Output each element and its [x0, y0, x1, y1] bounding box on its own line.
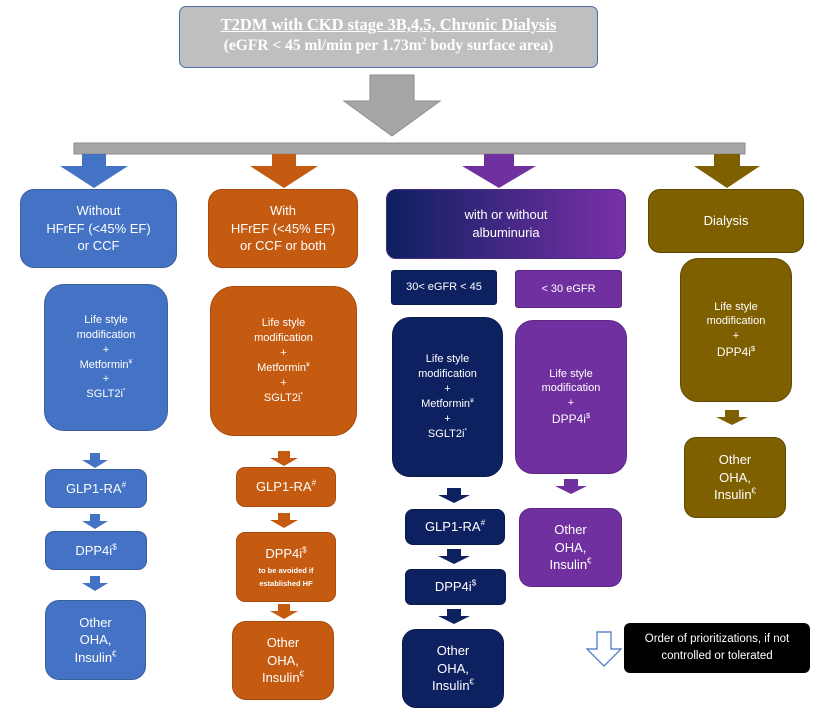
arrow-to-without-hf [60, 154, 128, 188]
step-dpp4-navy: DPP4i$ [405, 569, 506, 605]
diagram-title: T2DM with CKD stage 3B,4,5, Chronic Dial… [179, 6, 598, 68]
arrow-navy-3 [438, 609, 470, 624]
step-other-insulin-blue: Other OHA, Insulin€ [45, 600, 146, 680]
arrow-blue-3 [82, 576, 108, 591]
arrow-to-albuminuria [462, 154, 536, 188]
step-lifestyle-metformin-sglt2-navy: Life style modification + Metformin¥ + S… [392, 317, 503, 477]
step-lifestyle-dpp4-olive: Life style modification + DPP4i$ [680, 258, 792, 402]
step-glp1-navy: GLP1-RA# [405, 509, 505, 545]
title-line-1: T2DM with CKD stage 3B,4,5, Chronic Dial… [220, 15, 557, 34]
step-other-insulin-navy: Other OHA, Insulin€ [402, 629, 504, 708]
step-glp1-orange: GLP1-RA# [236, 467, 336, 507]
header-without-hf: Without HFrEF (<45% EF) or CCF [20, 189, 177, 268]
arrow-olive-1 [716, 410, 748, 425]
step-lifestyle-dpp4-purple: Life style modification + DPP4i$ [515, 320, 627, 474]
arrow-purple-1 [555, 479, 587, 494]
title-line-2: (eGFR < 45 ml/min per 1.73m2 body surfac… [223, 35, 554, 54]
arrow-orange-1 [270, 451, 298, 466]
step-glp1-blue: GLP1-RA# [45, 469, 147, 508]
header-with-hf: With HFrEF (<45% EF) or CCF or both [208, 189, 358, 268]
arrow-navy-1 [438, 488, 470, 503]
subheader-egfr-below-30: < 30 eGFR [515, 270, 622, 308]
branch-bar [73, 142, 746, 155]
subheader-egfr-30-45: 30< eGFR < 45 [391, 270, 497, 305]
dpp4-hf-warning-2: established HF [259, 578, 313, 588]
step-other-insulin-purple: Other OHA, Insulin€ [519, 508, 622, 587]
header-dialysis: Dialysis [648, 189, 804, 253]
step-lifestyle-metformin-sglt2-blue: Life style modification + Metformin¥ + S… [44, 284, 168, 431]
arrow-to-with-hf [250, 154, 318, 188]
arrow-to-dialysis [694, 154, 760, 188]
arrow-blue-2 [82, 514, 108, 529]
main-down-arrow [342, 74, 442, 137]
step-other-insulin-olive: Other OHA, Insulin€ [684, 437, 786, 518]
arrow-blue-1 [82, 453, 108, 468]
step-lifestyle-metformin-sglt2-orange: Life style modification + Metformin¥ + S… [210, 286, 357, 436]
dpp4-hf-warning-1: to be avoided if [258, 565, 314, 575]
header-albuminuria: with or without albuminuria [386, 189, 626, 259]
step-dpp4-orange: DPP4i$ to be avoided if established HF [236, 532, 336, 602]
arrow-orange-2 [270, 513, 298, 528]
legend-box: Order of prioritizations, if not control… [624, 623, 810, 673]
arrow-orange-3 [270, 604, 298, 619]
step-dpp4-blue: DPP4i$ [45, 531, 147, 570]
step-other-insulin-orange: Other OHA, Insulin€ [232, 621, 334, 700]
arrow-navy-2 [438, 549, 470, 564]
legend-arrow-icon [585, 631, 623, 667]
